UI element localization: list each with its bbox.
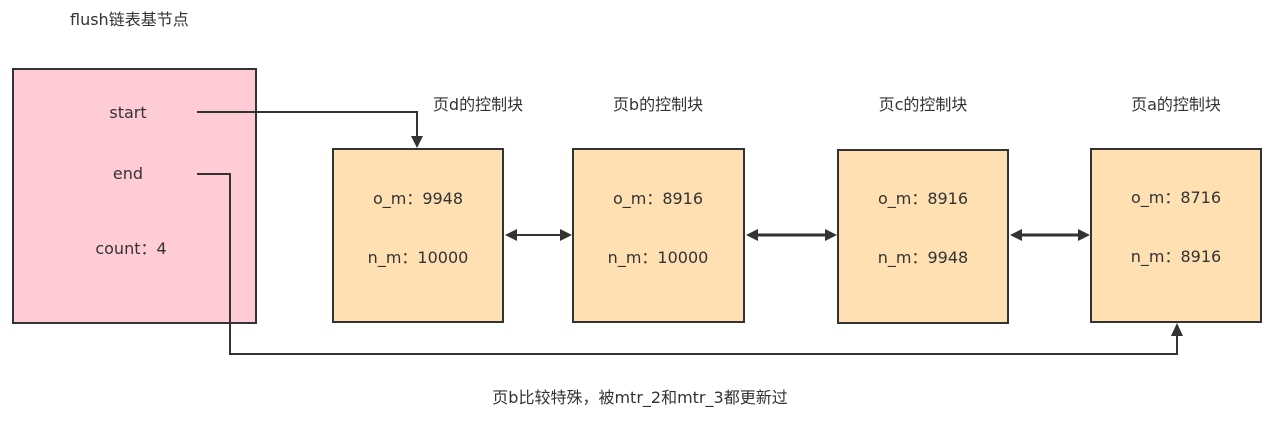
flush-list-base-node — [12, 68, 257, 324]
link-d-b-arrow-left — [505, 229, 517, 241]
link-c-a-arrow-left — [1010, 229, 1022, 241]
page-c-newest-modification: n_m：9948 — [877, 248, 969, 267]
link-d-b-arrow-right — [560, 229, 572, 241]
start-pointer-line — [197, 111, 418, 138]
end-arrowhead — [1171, 323, 1183, 336]
page-a-caption: 页a的控制块 — [1131, 95, 1221, 114]
end-label: end — [112, 164, 144, 183]
page-c-control-block — [837, 149, 1009, 324]
page-b-note: 页b比较特殊，被mtr_2和mtr_3都更新过 — [492, 388, 788, 407]
page-d-control-block — [332, 148, 504, 323]
link-c-a-arrow-right — [1078, 229, 1090, 241]
start-label: start — [109, 103, 147, 122]
link-b-c-arrow-right — [825, 229, 837, 241]
page-c-oldest-modification: o_m：8916 — [877, 189, 969, 208]
start-arrowhead — [411, 136, 423, 148]
page-b-caption: 页b的控制块 — [612, 95, 704, 114]
page-c-caption: 页c的控制块 — [878, 95, 968, 114]
page-d-oldest-modification: o_m：9948 — [372, 189, 464, 208]
page-a-oldest-modification: o_m：8716 — [1130, 188, 1222, 207]
page-b-control-block — [572, 148, 745, 323]
end-pointer-line — [197, 173, 1178, 355]
link-b-c-arrow-left — [746, 229, 758, 241]
diagram-title: flush链表基节点 — [70, 10, 189, 29]
count-label: count：4 — [95, 239, 167, 258]
page-a-control-block — [1090, 148, 1262, 323]
page-d-newest-modification: n_m：10000 — [367, 248, 469, 267]
page-b-oldest-modification: o_m：8916 — [612, 189, 704, 208]
page-d-caption: 页d的控制块 — [432, 95, 524, 114]
page-b-newest-modification: n_m：10000 — [607, 248, 709, 267]
page-a-newest-modification: n_m：8916 — [1130, 247, 1222, 266]
